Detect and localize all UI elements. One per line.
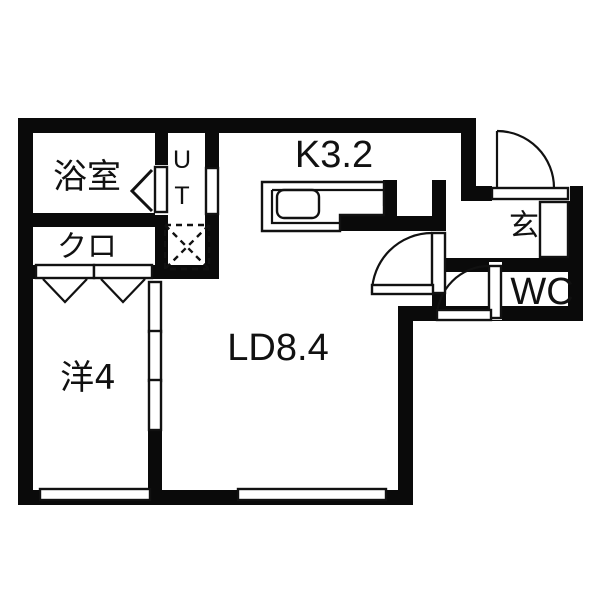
wall-entry-wc-divider: [446, 258, 583, 272]
living-door-threshold: [370, 283, 435, 296]
fixtures-group: [34, 180, 570, 304]
wall-kitchen-right: [461, 118, 476, 201]
bedroom-sliding-partition[interactable]: [147, 280, 163, 432]
wall-living-right: [398, 306, 413, 505]
ut-door-leaf: [204, 166, 220, 216]
partition-panel-1: [147, 280, 163, 334]
partition-panel-2: [147, 329, 163, 383]
label-bedroom: 洋4: [60, 358, 116, 398]
washer-space: [163, 223, 211, 271]
wc-door-swing-arc: [435, 264, 490, 319]
bath-door-fold-arrow: [129, 168, 154, 213]
closet-door-leaf-right: [92, 263, 154, 280]
closet-doors[interactable]: [34, 263, 154, 304]
openings-group: [38, 129, 570, 502]
label-ut-u: U: [173, 146, 191, 174]
label-bath: 浴室: [53, 157, 121, 197]
label-kitchen: K3.2: [295, 134, 373, 176]
bath-door-leaf: [153, 165, 169, 214]
entry-door[interactable]: [490, 129, 570, 201]
wall-outer-top: [18, 118, 476, 133]
wall-entry-right: [568, 186, 583, 321]
label-toilet: WC: [510, 271, 573, 313]
room-labels: 浴室 クロ U T 洋4 K3.2 LD8.4 玄 WC: [53, 134, 574, 398]
label-closet: クロ: [57, 230, 117, 265]
entry-door-threshold: [490, 186, 570, 201]
living-door[interactable]: [370, 231, 447, 296]
wc-door[interactable]: [435, 262, 503, 322]
entry-door-swing-arc: [496, 129, 556, 189]
living-window: [236, 487, 388, 502]
wall-corridor-top: [397, 216, 446, 231]
closet-door-leaf-left: [34, 263, 96, 280]
label-ut-t: T: [174, 182, 189, 210]
bedroom-window: [38, 487, 152, 502]
washer-space-outline: [163, 223, 211, 271]
wall-bath-bottom: [18, 213, 168, 227]
closet-fold-triangle-left: [42, 278, 88, 304]
wc-door-threshold: [435, 308, 493, 322]
label-living: LD8.4: [227, 327, 328, 369]
shoe-cabinet: [538, 200, 570, 259]
wall-kitchen-counter-edge: [340, 216, 397, 231]
wc-door-leaf: [487, 264, 503, 320]
kitchen-sink: [275, 188, 321, 220]
living-door-swing-arc: [370, 231, 433, 294]
utility-door[interactable]: [204, 166, 220, 216]
partition-panel-3: [147, 378, 163, 432]
closet-fold-triangle-right: [100, 278, 146, 304]
washer-space-x: [164, 224, 210, 270]
wall-ut-bottom: [140, 265, 219, 279]
bathroom-door[interactable]: [129, 165, 169, 215]
wall-bedroom-living: [148, 430, 162, 505]
label-entry: 玄: [509, 209, 539, 244]
wall-outer-left: [18, 118, 33, 505]
living-door-leaf: [430, 231, 447, 295]
kitchen-counter: [260, 180, 386, 233]
